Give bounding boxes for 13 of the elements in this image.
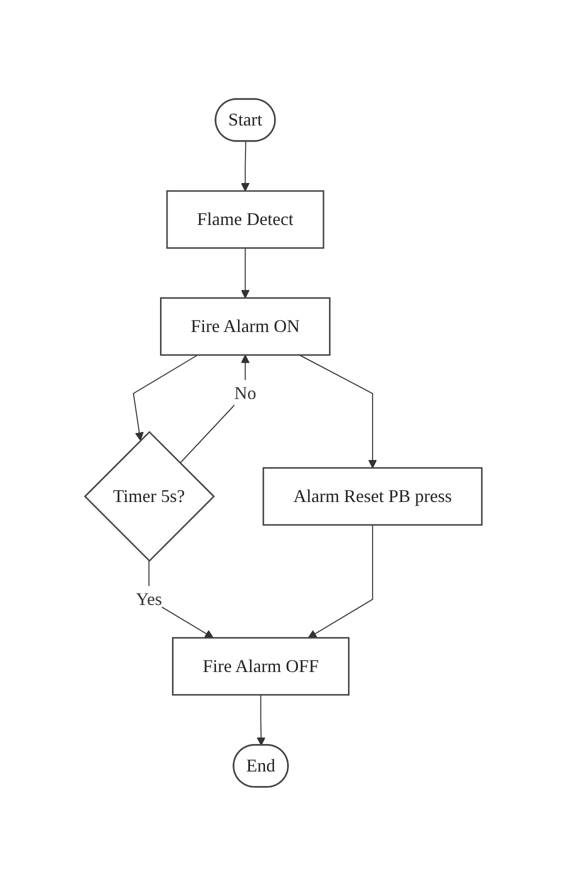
edge-label: Yes <box>135 588 162 609</box>
node-diamond: Timer 5s? <box>84 431 214 562</box>
arrow <box>240 248 250 298</box>
node-box: Fire Alarm ON <box>160 297 330 356</box>
node-box: Flame Detect <box>166 190 324 249</box>
arrow <box>298 354 377 468</box>
node-box: Alarm Reset PB press <box>262 467 482 526</box>
node-box: Fire Alarm OFF <box>172 637 350 696</box>
arrow <box>132 354 198 441</box>
edge-label: No <box>234 383 256 404</box>
arrow <box>308 524 373 638</box>
arrow <box>256 694 266 746</box>
arrow <box>240 141 250 192</box>
